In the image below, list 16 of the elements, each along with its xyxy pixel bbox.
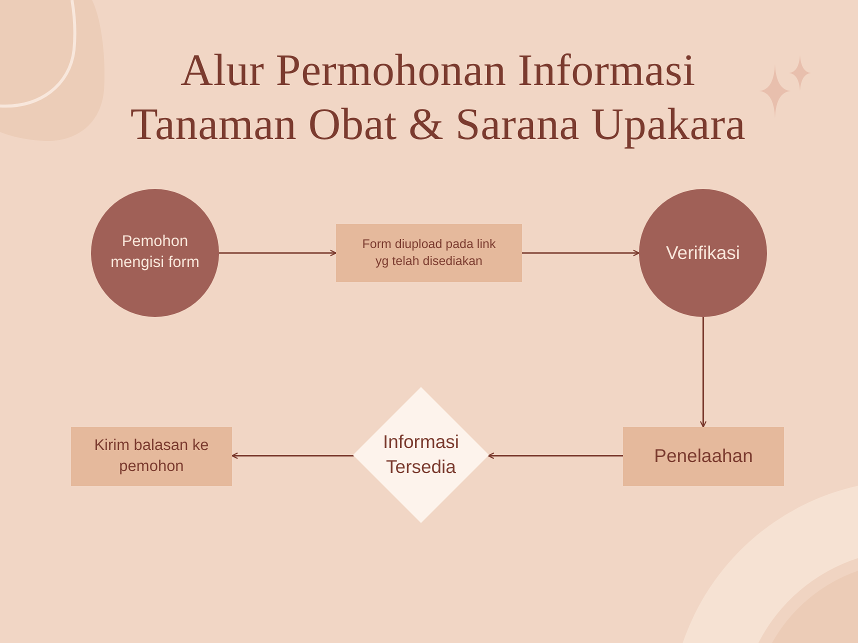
node-label: Kirim balasan ke pemohon	[93, 436, 210, 476]
node-label: Verifikasi	[666, 240, 740, 265]
arrow	[488, 452, 623, 460]
node-label: Form diupload pada link yg telah disediakan	[361, 236, 497, 270]
arrow	[700, 317, 707, 428]
process-box	[336, 224, 522, 282]
process-box	[623, 427, 784, 486]
node-label: Informasi Tersedia	[382, 430, 460, 479]
node-label: Pemohon mengisi form	[110, 232, 200, 273]
decision-diamond	[353, 387, 489, 523]
arrow	[522, 250, 640, 256]
arrow	[231, 452, 354, 460]
arrow	[219, 250, 337, 256]
process-box	[71, 427, 232, 486]
node-label: Penelaahan	[654, 444, 753, 468]
title: Alur Permohonan Informasi Tanaman Obat & Sarana Upakara	[129, 44, 747, 151]
